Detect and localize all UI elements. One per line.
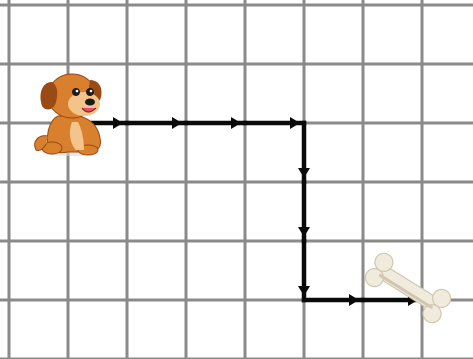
- arrowhead: [298, 227, 310, 237]
- arrowhead: [231, 117, 241, 129]
- arrowhead: [113, 117, 123, 129]
- arrowhead: [298, 168, 310, 178]
- arrowhead: [349, 294, 359, 306]
- dog-icon: [35, 74, 102, 156]
- arrowhead: [298, 286, 310, 296]
- bone-icon: [362, 250, 454, 326]
- arrowhead: [172, 117, 182, 129]
- arrowhead: [290, 117, 300, 129]
